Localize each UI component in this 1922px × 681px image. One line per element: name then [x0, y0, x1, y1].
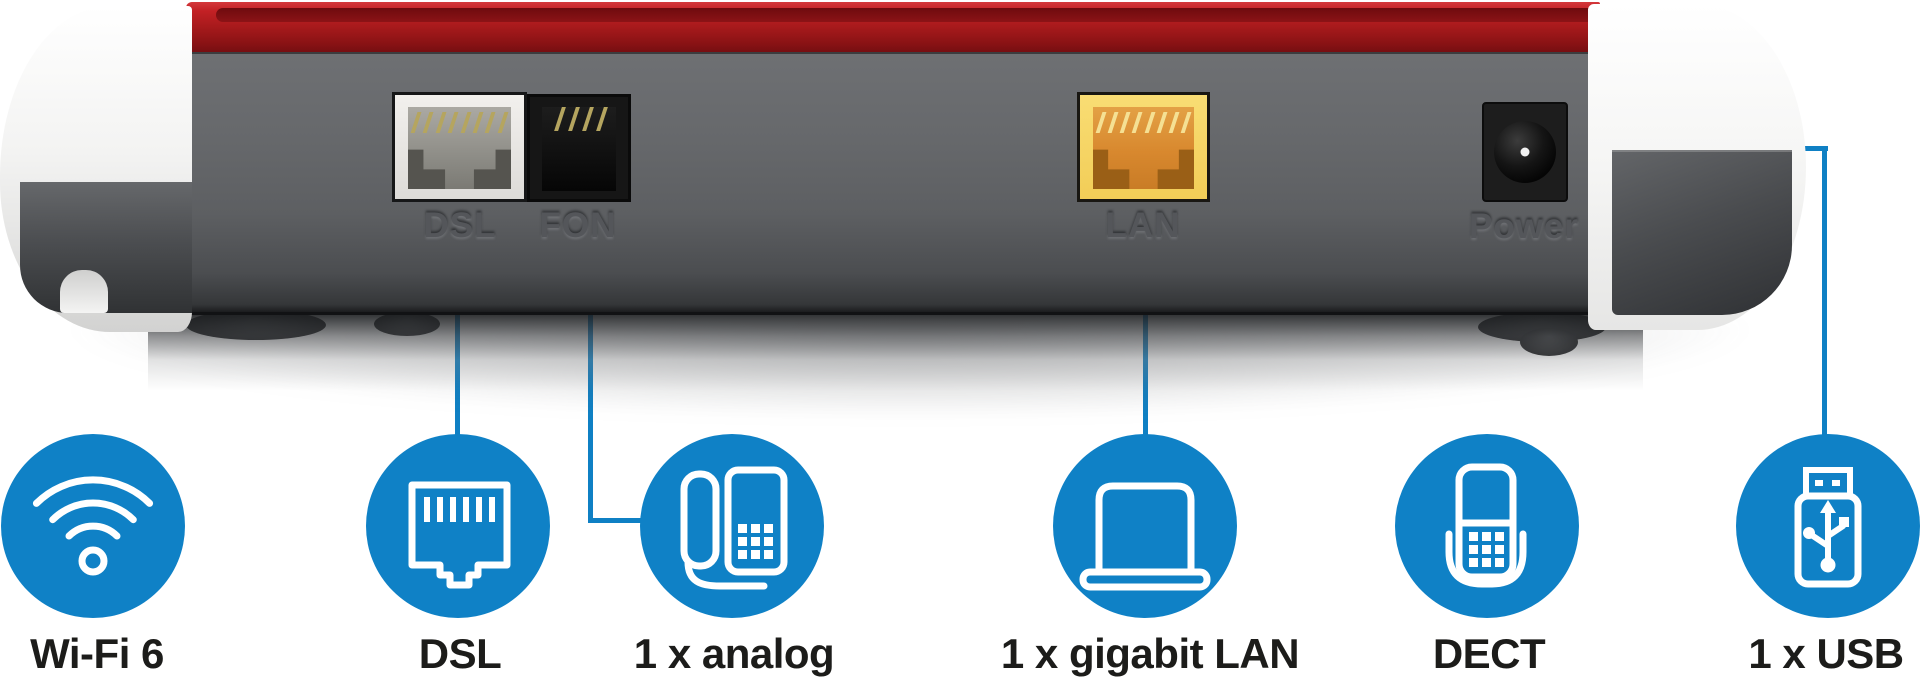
- router-body: [155, 52, 1610, 315]
- router-bottom-shadow: [148, 313, 1643, 391]
- wall-mount-notch: [60, 270, 108, 313]
- analog-feature-circle: [640, 434, 824, 618]
- fon-connector-line-horizontal: [588, 518, 650, 523]
- lan-feature-label: 1 x gigabit LAN: [1000, 630, 1300, 677]
- usb-connector-line-vertical: [1822, 146, 1827, 436]
- usb-connector-line-horizontal: [1798, 146, 1828, 151]
- laptop-icon: [1079, 482, 1211, 591]
- usb-stick-icon: [1794, 467, 1862, 588]
- router-right-side-panel: [1612, 150, 1792, 315]
- dsl-port-pins: [410, 111, 509, 134]
- dsl-port-label: DSL: [423, 206, 497, 245]
- ethernet-plug-icon: [408, 481, 511, 589]
- lan-port-label: LAN: [1105, 206, 1181, 245]
- dsl-port: [392, 92, 527, 202]
- desk-phone-icon: [680, 466, 788, 590]
- lan-port: [1077, 92, 1210, 202]
- fon-port-cavity: [542, 107, 616, 191]
- wifi-icon: [32, 476, 154, 576]
- lan-feature-circle: [1053, 434, 1237, 618]
- router-red-groove: [216, 8, 1596, 22]
- analog-feature-label: 1 x analog: [633, 630, 835, 677]
- power-jack-pin: [1520, 147, 1530, 157]
- wifi-feature-circle: [1, 434, 185, 618]
- fon-connector-line-vertical: [588, 310, 593, 523]
- cordless-phone-icon: [1445, 463, 1527, 588]
- fon-port: [527, 94, 631, 202]
- fon-port-label: FON: [539, 206, 617, 245]
- fon-port-pins: [554, 107, 608, 131]
- lan-port-pins: [1095, 111, 1192, 134]
- power-jack-barrel: [1494, 121, 1556, 183]
- dsl-feature-circle: [366, 434, 550, 618]
- usb-feature-circle: [1736, 434, 1920, 618]
- usb-feature-label: 1 x USB: [1748, 630, 1904, 677]
- power-port: [1482, 102, 1568, 202]
- dect-feature-circle: [1395, 434, 1579, 618]
- dect-feature-label: DECT: [1432, 630, 1546, 677]
- wifi-feature-label: Wi-Fi 6: [30, 630, 164, 677]
- power-port-label: Power: [1468, 207, 1580, 246]
- dsl-feature-label: DSL: [418, 630, 502, 677]
